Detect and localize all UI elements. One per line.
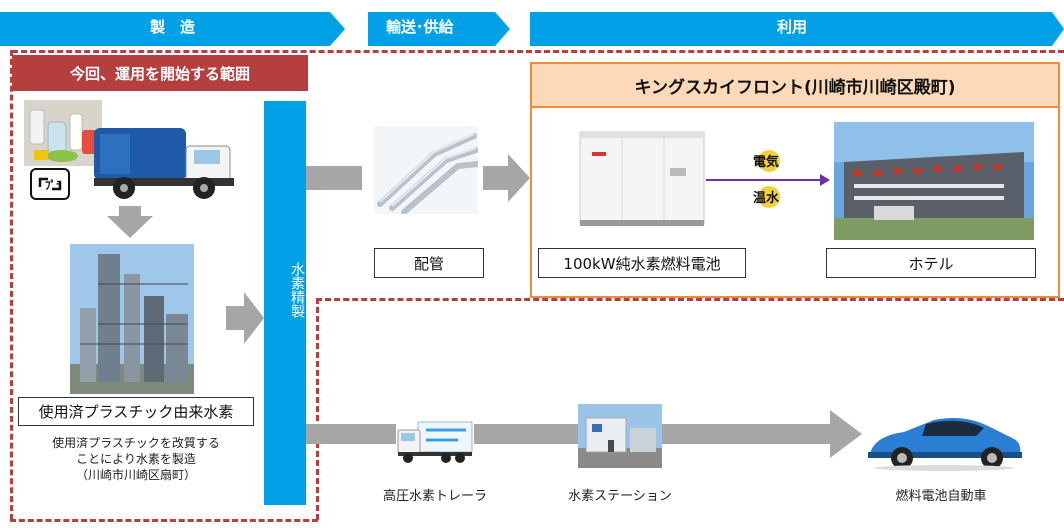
header-label-transport: 輸送･供給 [386, 18, 454, 36]
hotel-label: ホテル [826, 248, 1036, 278]
arrow-truck-to-plant [107, 206, 153, 238]
scope-border-mid-horizontal [316, 298, 1064, 301]
station-label: 水素ステーション [568, 489, 672, 504]
svg-text:ﾌﾟﾗ: ﾌﾟﾗ [45, 178, 62, 192]
recycle-mark-icon: ﾌﾟﾗ [30, 168, 70, 200]
fuel-cell-label: 100kW純水素燃料電池 [538, 248, 746, 278]
hot-water-dot [758, 186, 780, 208]
energy-flow-arrow [706, 174, 830, 186]
arrow-refine-to-pipe [306, 166, 362, 190]
scope-label: 今回、運用を開始する範囲 [12, 55, 308, 91]
hydrogen-trailer-image [397, 421, 473, 463]
refine-label-text: 水素精製 [289, 262, 305, 318]
arrow-station-to-fcv [662, 410, 862, 458]
arrow-refine-to-trailer [306, 424, 396, 444]
hot-water-label: 温水 [753, 191, 780, 206]
header-arrow-use [530, 12, 1064, 46]
electricity-label: 電気 [753, 155, 780, 170]
scope-border-mid-vertical [316, 298, 319, 520]
plastic-waste-image [24, 100, 102, 166]
scope-border-left [10, 50, 13, 520]
pipe-image [374, 126, 478, 214]
scope-border-bottom-left [10, 519, 318, 522]
hydrogen-station-image [578, 404, 662, 468]
plastic-desc-line1: 使用済プラスチックを改質する [52, 436, 220, 450]
fcv-label: 燃料電池自動車 [895, 489, 987, 504]
fuel-cell-image [579, 131, 705, 226]
refine-label: 水素精製 [264, 262, 306, 318]
trailer-label: 高圧水素トレーラ [382, 489, 487, 504]
process-header [0, 12, 1064, 46]
arrow-pipe-to-fuelcell [483, 154, 530, 202]
plastic-desc-line3: （川崎市川崎区扇町） [75, 468, 196, 482]
fuel-cell-vehicle-image [868, 418, 1022, 471]
electricity-dot [758, 150, 780, 172]
kingskyfront-title: キングスカイフロント(川崎市川崎区殿町) [532, 64, 1058, 108]
garbage-truck-image [94, 128, 234, 199]
plastic-hydrogen-label: 使用済プラスチック由来水素 [18, 397, 254, 426]
plastic-hydrogen-plant-image [70, 244, 194, 394]
refine-column [264, 101, 306, 505]
pipe-label: 配管 [374, 248, 484, 278]
header-label-use: 利用 [777, 18, 808, 36]
arrow-trailer-to-station [474, 424, 578, 444]
recycle-arrows-icon: ﾌﾟﾗ [38, 177, 62, 192]
scope-border-top [12, 50, 1064, 53]
hotel-image [834, 122, 1034, 240]
header-label-manufacture: 製 造 [150, 18, 196, 36]
arrow-plant-to-refine [226, 292, 264, 344]
header-arrow-manufacture [0, 12, 345, 46]
plastic-desc-line2: ことにより水素を製造 [76, 452, 196, 466]
header-arrow-transport [368, 12, 510, 46]
